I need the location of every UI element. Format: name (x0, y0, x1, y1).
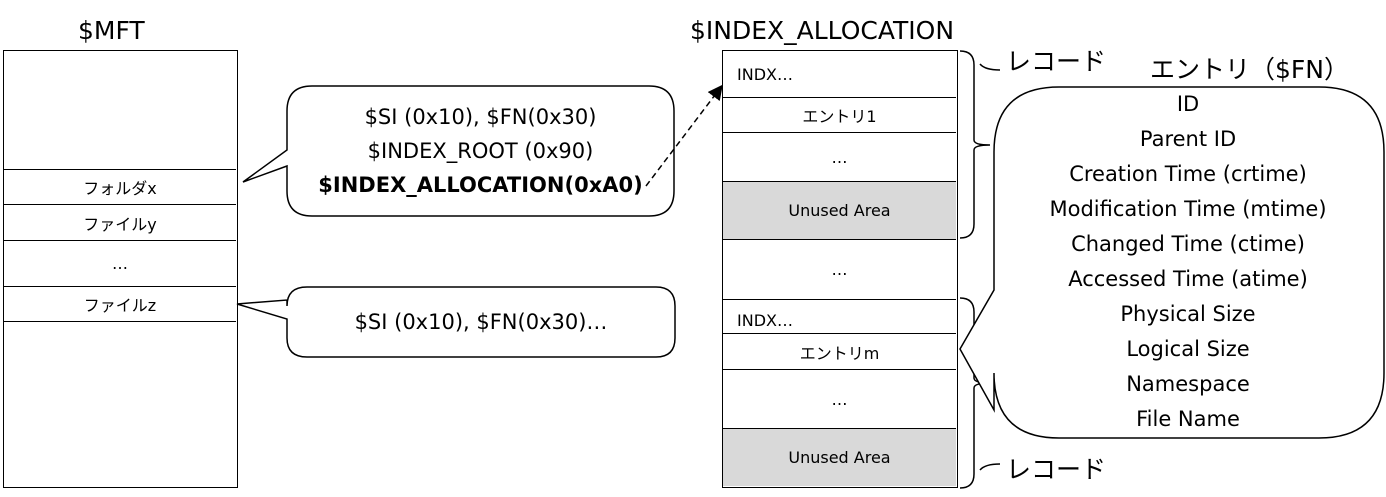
mft-row-file-z: ファイルz (4, 287, 236, 322)
cell-label: … (831, 147, 848, 167)
entry-field: Logical Size (1126, 337, 1250, 361)
cell-label: … (831, 389, 848, 409)
callout-top-shape (242, 85, 675, 217)
entry-field: File Name (1136, 407, 1240, 431)
index-allocation-table: INDX… エントリ1 … Unused Area … INDX… エントリm … (722, 50, 958, 488)
mft-row-ellipsis: … (4, 241, 236, 287)
entry-field: Changed Time (ctime) (1071, 232, 1305, 256)
dashed-arrow (645, 84, 723, 187)
mft-title: $MFT (78, 16, 145, 45)
cell-label: エントリm (799, 343, 880, 363)
record2-ellipsis: … (723, 370, 956, 429)
mft-row-label: ファイルy (83, 214, 157, 234)
mft-row-top-empty (4, 51, 236, 170)
record2-indx-header: INDX… (723, 300, 956, 334)
entry-field: Accessed Time (atime) (1068, 267, 1308, 291)
cell-label: INDX… (737, 311, 793, 330)
mft-row-label: … (112, 254, 128, 273)
record2-unused-area: Unused Area (723, 429, 956, 486)
record1-entry-1: エントリ1 (723, 98, 956, 133)
record1-ellipsis: … (723, 133, 956, 182)
record-label-bottom: レコード (1006, 455, 1107, 484)
index-allocation-title: $INDEX_ALLOCATION (690, 16, 955, 45)
record-label-top: レコード (1006, 47, 1107, 76)
callout-top-text: $SI (0x10), $FN(0x30) $INDEX_ROOT (0x90)… (287, 100, 674, 202)
mft-row-label: ファイルz (83, 296, 157, 315)
entry-field: ID (1176, 92, 1200, 116)
record-brace-top (959, 50, 991, 239)
entry-panel-title: エントリ（$FN） (1150, 55, 1349, 84)
entry-panel-shape (959, 86, 1385, 439)
cell-label: Unused Area (788, 448, 891, 467)
record2-entry-m: エントリm (723, 334, 956, 370)
mft-table: フォルダx ファイルy … ファイルz (3, 50, 238, 488)
entry-field: Modification Time (mtime) (1049, 197, 1327, 221)
cell-label: INDX… (737, 64, 793, 84)
cell-label: Unused Area (788, 201, 891, 220)
records-gap: … (723, 240, 956, 300)
entry-field: Physical Size (1120, 302, 1256, 326)
entry-field: Creation Time (crtime) (1069, 162, 1307, 186)
callout-top-line2: $INDEX_ROOT (0x90) (367, 139, 594, 163)
callout-bottom-text: $SI (0x10), $FN(0x30)… (354, 310, 608, 334)
mft-row-label: フォルダx (83, 179, 157, 198)
entry-field: Namespace (1126, 372, 1250, 396)
record1-unused-area: Unused Area (723, 182, 956, 240)
record1-indx-header: INDX… (723, 51, 956, 98)
cell-label: エントリ1 (802, 107, 877, 126)
mft-row-folder-x: フォルダx (4, 170, 236, 205)
callout-top-line1: $SI (0x10), $FN(0x30) (364, 105, 597, 129)
entry-field: Parent ID (1139, 127, 1237, 151)
callout-bottom-shape (236, 286, 676, 358)
cell-label: … (831, 260, 848, 279)
mft-row-file-y: ファイルy (4, 205, 236, 241)
callout-top-line3: $INDEX_ALLOCATION(0xA0) (318, 173, 643, 197)
entry-field-list: ID Parent ID Creation Time (crtime) Modi… (1010, 87, 1366, 437)
